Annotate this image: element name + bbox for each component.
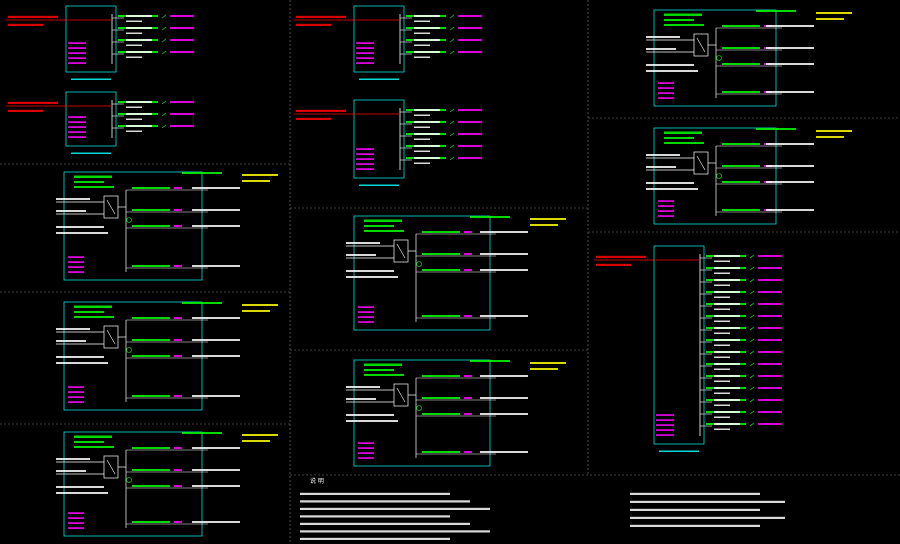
- panel-right-a: [646, 9, 852, 107]
- panel-mid-top-b: [294, 99, 482, 186]
- design-notes: 说 明: [300, 477, 785, 540]
- notes-title: 说 明: [310, 477, 324, 485]
- panel-left-top-b: [6, 91, 194, 154]
- panel-left-b: [56, 171, 278, 281]
- panel-right-c: [594, 245, 782, 452]
- panel-right-b: [646, 127, 852, 225]
- panel-left-top-a: [6, 5, 194, 80]
- notes-lines: [300, 492, 785, 540]
- panel-left-c: [56, 301, 278, 411]
- distribution-panels: [6, 5, 852, 537]
- panel-mid-b: [346, 215, 566, 331]
- panel-mid-c: [346, 359, 566, 467]
- panel-left-d: [56, 431, 278, 537]
- panel-mid-top-a: [294, 5, 482, 80]
